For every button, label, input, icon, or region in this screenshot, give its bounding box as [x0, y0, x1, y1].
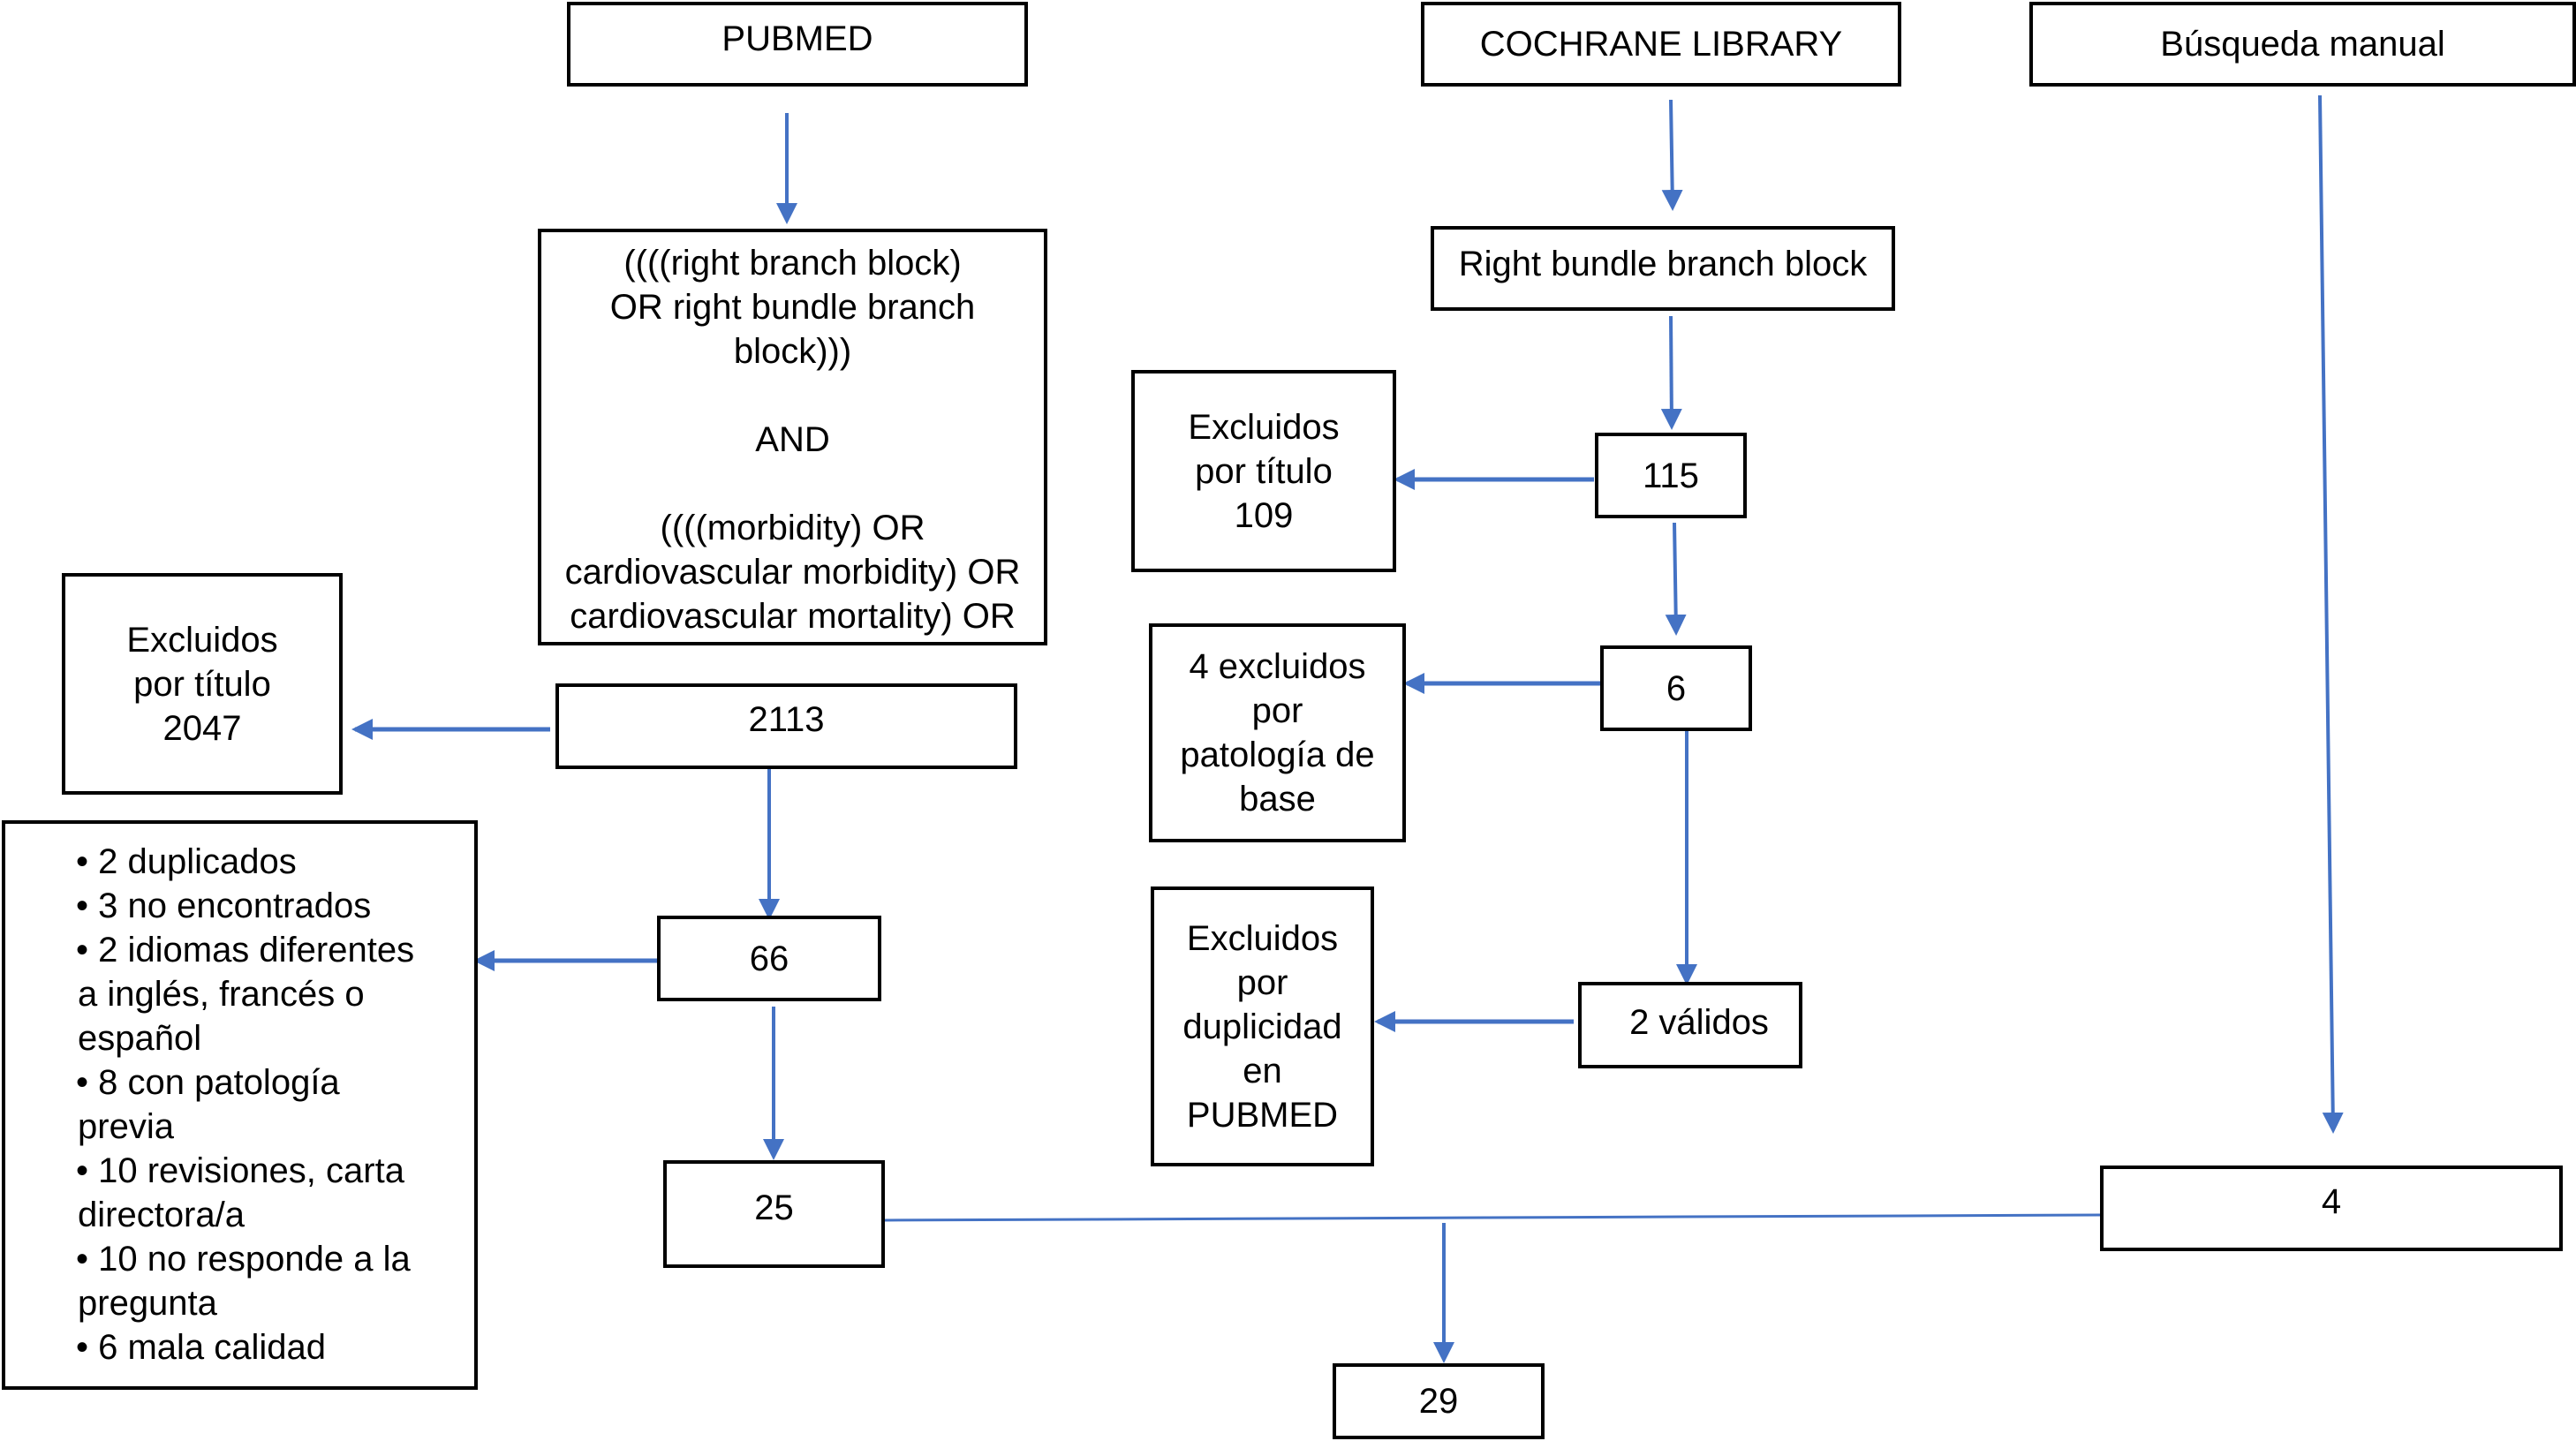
pubmed-query-box: ((((right branch block) OR right bundle … [538, 229, 1047, 645]
cochrane-excluded-title-line-2: por título [1195, 451, 1333, 491]
cochrane-excluded-title-box: Excluidos por título 109 [1131, 370, 1396, 572]
cochrane-excluded-title-count: 109 [1234, 495, 1294, 535]
source-manual-label: Búsqueda manual [2160, 25, 2445, 64]
excluded-title-line-1: Excluidos [126, 620, 278, 660]
excluded-title-line-2: por título [133, 664, 271, 704]
excluded-duplicate-line-1: Excluidos [1186, 918, 1339, 958]
exclusion-item-cont: español [78, 1019, 202, 1058]
pubmed-66-count: 66 [749, 939, 789, 978]
pubmed-query-line-7: ((((morbidity) OR [660, 509, 925, 547]
manual-4-count: 4 [2321, 1181, 2342, 1221]
source-pubmed-box: PUBMED [567, 2, 1028, 87]
excluded-duplicate-line-5: PUBMED [1186, 1095, 1339, 1135]
exclusion-item: • 10 revisiones, carta [76, 1151, 404, 1190]
excluded-duplicate-line-2: por [1236, 962, 1288, 1002]
total-29-count: 29 [1418, 1382, 1459, 1421]
source-cochrane-label: COCHRANE LIBRARY [1479, 25, 1843, 64]
exclusion-item-cont: directora/a [78, 1196, 245, 1234]
pubmed-25-count: 25 [754, 1188, 794, 1227]
exclusion-item-cont: pregunta [78, 1284, 217, 1323]
arrow-115-to-6 [1665, 522, 1687, 636]
arrow-manual-to-4 [2318, 94, 2344, 1134]
excluded-pathology-line-4: base [1239, 780, 1316, 819]
manual-4-box: 4 [2100, 1166, 2563, 1251]
exclusion-item-cont: a inglés, francés o [78, 975, 365, 1014]
exclusion-item: • 2 duplicados [76, 842, 297, 881]
exclusion-item: • 8 con patología [76, 1063, 340, 1102]
cochrane-excluded-duplicate-box: Excluidos por duplicidad en PUBMED [1151, 886, 1374, 1166]
pubmed-2113-box: 2113 [555, 683, 1017, 769]
pubmed-query-line-2: OR right bundle branch [609, 288, 976, 327]
arrow-query-to-115 [1660, 315, 1682, 430]
excluded-pathology-line-3: patología de [1180, 736, 1375, 774]
pubmed-query-line-3: block))) [733, 332, 852, 371]
pubmed-query-operator: AND [755, 420, 830, 459]
source-pubmed-label: PUBMED [721, 19, 873, 58]
total-29-box: 29 [1333, 1363, 1545, 1439]
cochrane-115-box: 115 [1595, 433, 1747, 518]
excluded-duplicate-line-4: en [1243, 1051, 1282, 1090]
cochrane-valid-count: 2 válidos [1629, 1003, 1769, 1042]
pubmed-25-box: 25 [663, 1160, 885, 1268]
cochrane-115-count: 115 [1643, 456, 1699, 495]
excluded-duplicate-line-3: duplicidad [1182, 1007, 1342, 1046]
exclusion-item-cont: previa [78, 1107, 174, 1146]
arrow-cochrane-to-query [1661, 99, 1683, 211]
exclusion-item: • 10 no responde a la [76, 1240, 411, 1279]
merge-line-25-to-4 [883, 1213, 2101, 1222]
exclusion-item: • 6 mala calidad [76, 1328, 327, 1367]
cochrane-valid-box: 2 válidos [1578, 982, 1802, 1068]
source-cochrane-box: COCHRANE LIBRARY [1421, 2, 1901, 87]
pubmed-excluded-title-box: Excluidos por título 2047 [62, 573, 343, 795]
cochrane-excluded-pathology-box: 4 excluidos por patología de base [1149, 623, 1406, 842]
source-manual-box: Búsqueda manual [2029, 2, 2576, 87]
cochrane-query-box: Right bundle branch block [1431, 226, 1895, 311]
excluded-title-count: 2047 [162, 708, 242, 748]
pubmed-query-line-8: cardiovascular morbidity) OR [564, 553, 1021, 592]
cochrane-query-text: Right bundle branch block [1458, 245, 1868, 283]
excluded-pathology-line-1: 4 excluidos [1189, 647, 1366, 686]
pubmed-2113-count: 2113 [748, 699, 825, 739]
cochrane-excluded-title-line-1: Excluidos [1188, 407, 1340, 447]
pubmed-query-line-1: ((((right branch block) [623, 244, 962, 283]
cochrane-6-box: 6 [1600, 645, 1752, 731]
pubmed-exclusions-box: • 2 duplicados • 3 no encontrados • 2 id… [2, 820, 478, 1390]
pubmed-66-box: 66 [657, 916, 881, 1001]
exclusion-item: • 3 no encontrados [76, 886, 372, 925]
cochrane-6-count: 6 [1666, 668, 1687, 708]
pubmed-query-line-9: cardiovascular mortality) OR [570, 597, 1016, 636]
excluded-pathology-line-2: por [1251, 691, 1303, 730]
exclusion-item: • 2 idiomas diferentes [76, 931, 415, 969]
